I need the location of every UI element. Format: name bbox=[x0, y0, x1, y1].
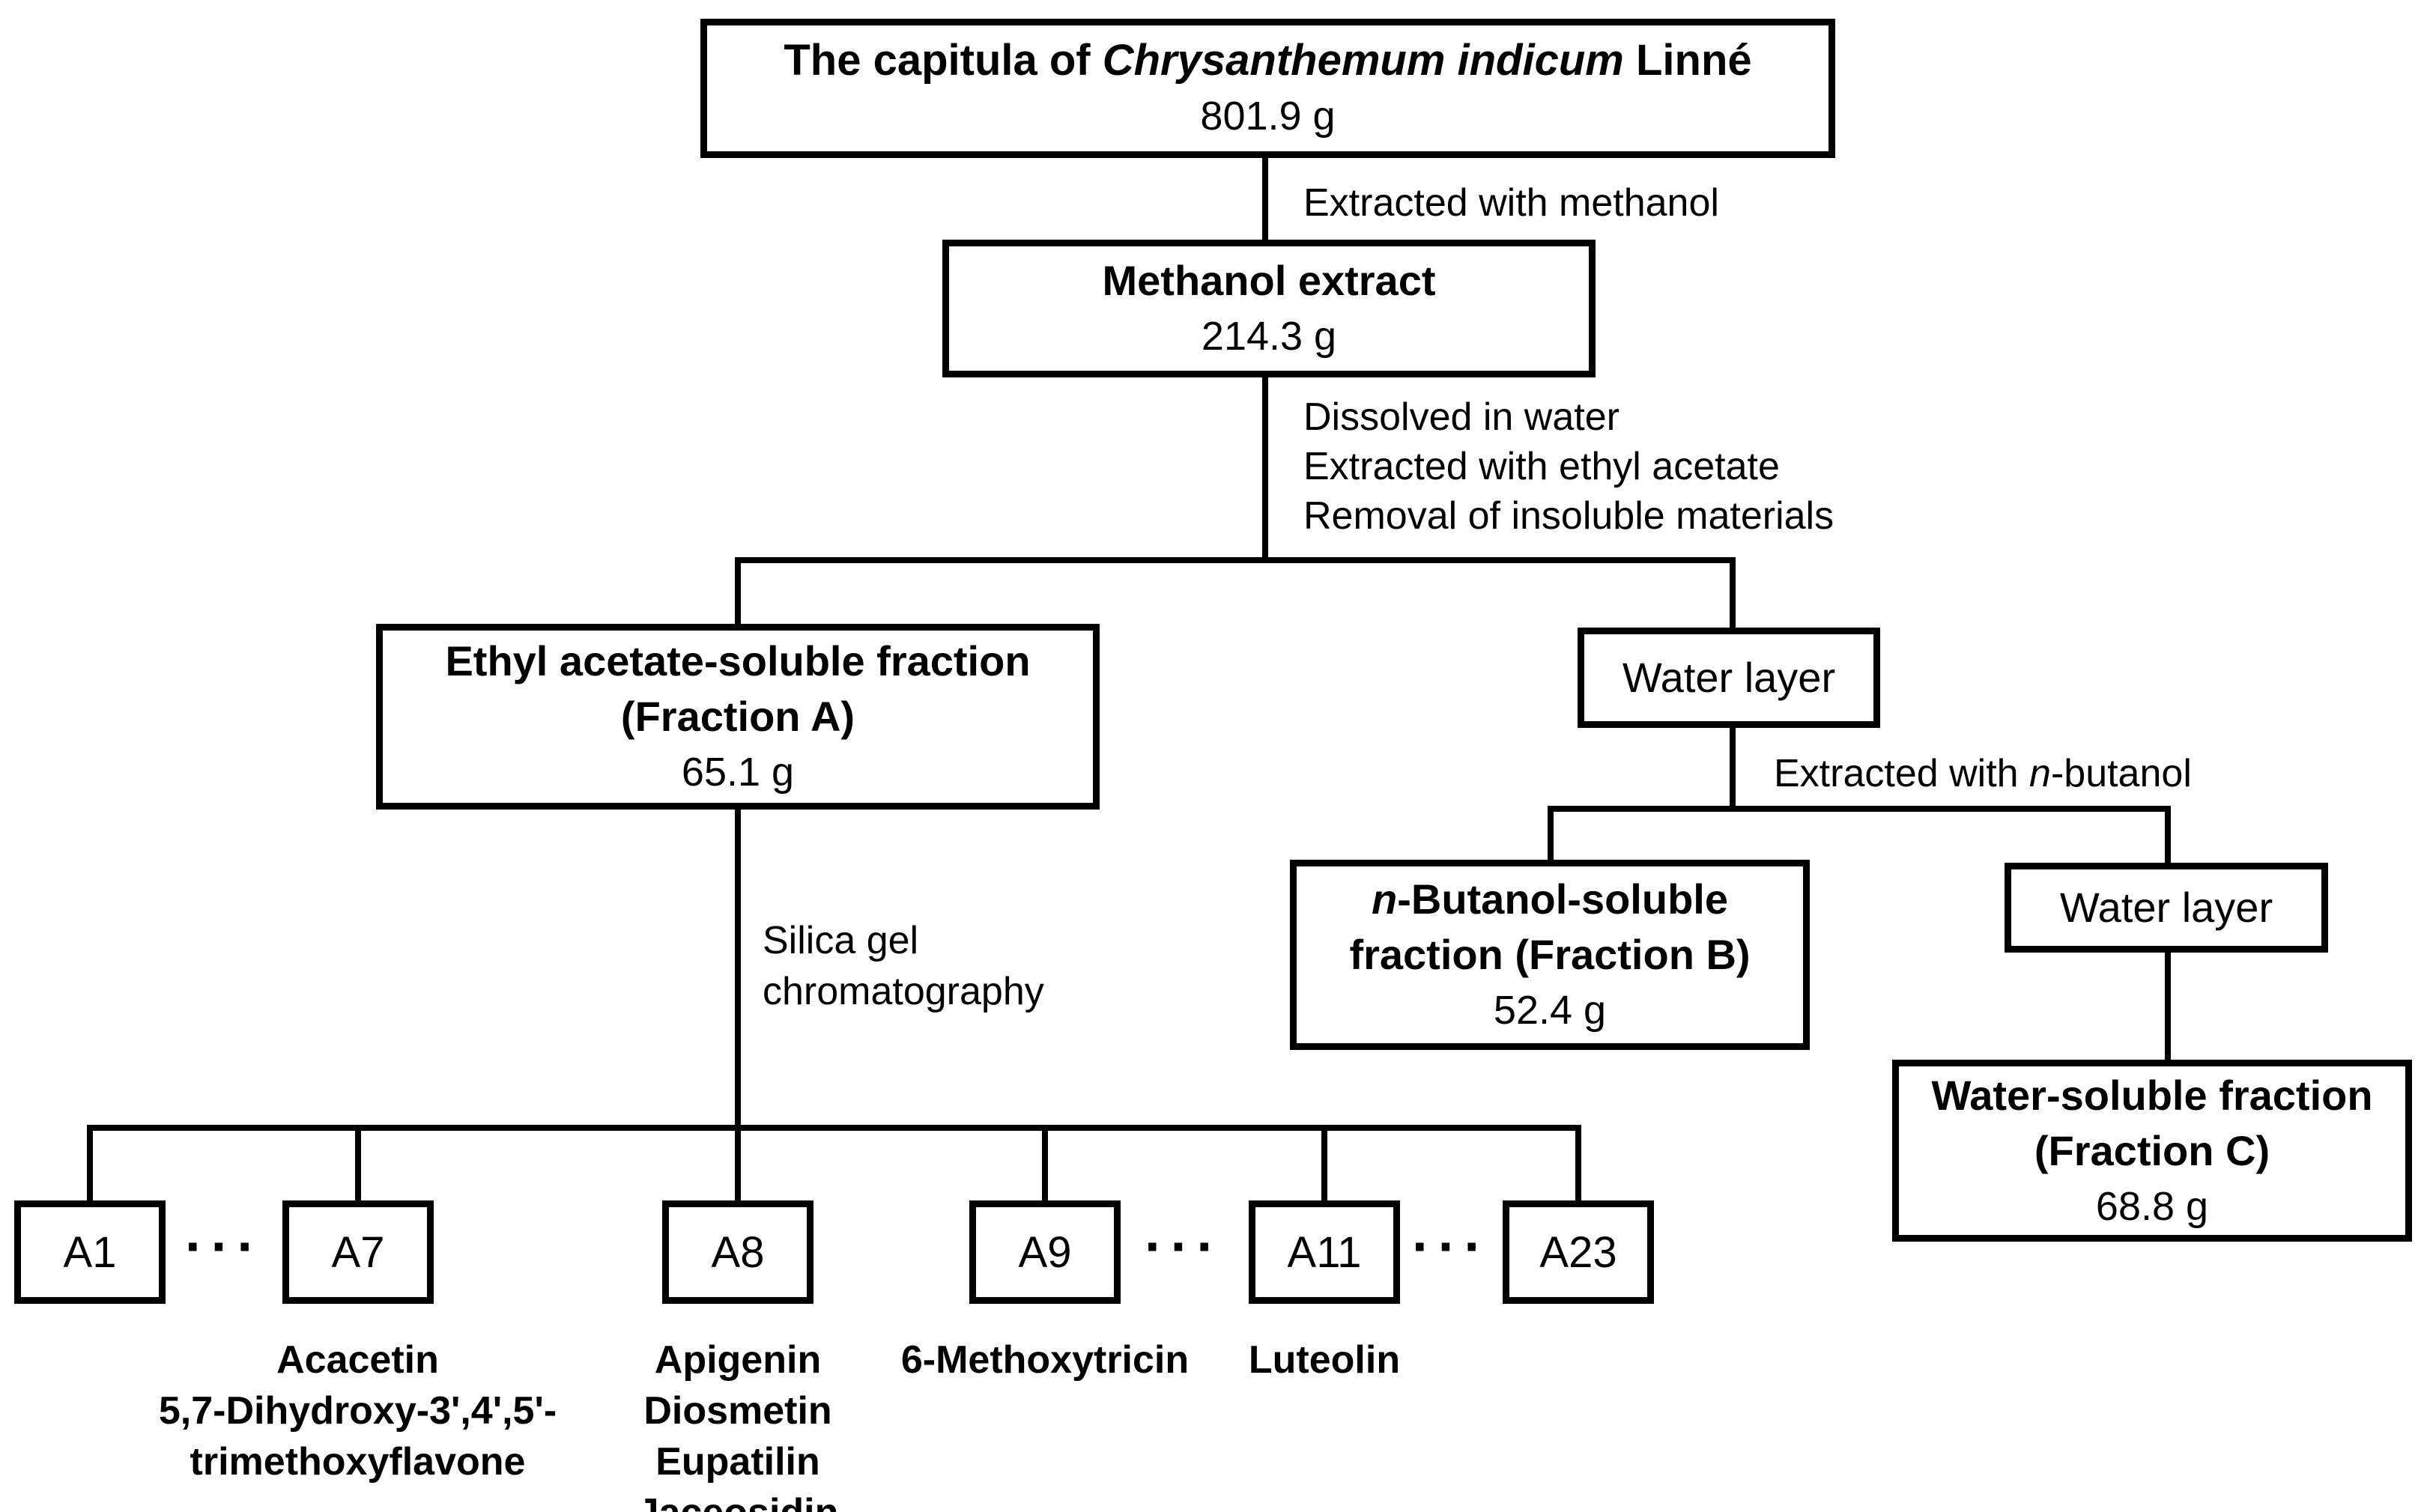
node-subfraction-a23: A23 bbox=[1503, 1200, 1654, 1304]
node-water-layer-2: Water layer bbox=[2005, 863, 2328, 953]
connector-stub-a9 bbox=[1042, 1125, 1048, 1206]
node-fraction-c-title-line1: Water-soluble fraction bbox=[1931, 1071, 2373, 1119]
compounds-under-a7: Acacetin 5,7-Dihydroxy-3',4',5'- trimeth… bbox=[116, 1335, 599, 1487]
connector-stub-a8 bbox=[735, 1125, 741, 1206]
node-fraction-c-weight: 68.8 g bbox=[2095, 1183, 2209, 1229]
node-fraction-b: n-Butanol-soluble fraction (Fraction B) … bbox=[1290, 860, 1810, 1050]
node-subfraction-a9: A9 bbox=[969, 1200, 1121, 1304]
edge-label-dissolved-in-water: Dissolved in water bbox=[1303, 395, 1619, 439]
connector-water-layer-1-down bbox=[1730, 725, 1736, 812]
node-fraction-a-title-line2: (Fraction A) bbox=[620, 693, 855, 740]
node-water-layer-2-title: Water layer bbox=[2059, 884, 2273, 931]
ellipsis-a11-a23: ··· bbox=[1412, 1215, 1490, 1278]
connector-split-2 bbox=[1548, 806, 2171, 812]
compound-jaceosidin: Jaceosidin bbox=[513, 1487, 963, 1512]
compound-diosmetin: Diosmetin bbox=[643, 1389, 832, 1433]
connector-capitula-to-methanol bbox=[1262, 155, 1268, 243]
ellipsis-a1-a7: ··· bbox=[185, 1215, 263, 1278]
node-fraction-c-title-line2: (Fraction C) bbox=[2034, 1126, 2270, 1174]
connector-drop-fraction-a bbox=[735, 557, 741, 630]
compounds-under-a9: 6-Methoxytricin bbox=[820, 1335, 1270, 1385]
compound-6-methoxytricin: 6-Methoxytricin bbox=[900, 1338, 1190, 1382]
connector-stub-a23 bbox=[1575, 1125, 1581, 1206]
ellipsis-a9-a11: ··· bbox=[1145, 1215, 1222, 1278]
connector-drop-fraction-b bbox=[1548, 806, 1554, 866]
node-fraction-a-weight: 65.1 g bbox=[681, 750, 795, 795]
connector-water-layer-2-down bbox=[2165, 950, 2171, 1066]
species-name-italic: Chrysanthemum indicum bbox=[1102, 36, 1624, 85]
compound-luteolin: Luteolin bbox=[1248, 1338, 1401, 1382]
edge-label-removal-insoluble: Removal of insoluble materials bbox=[1303, 494, 1834, 538]
n-italic: n bbox=[2029, 752, 2051, 795]
compounds-under-a11: Luteolin bbox=[1100, 1335, 1549, 1385]
node-methanol-weight: 214.3 g bbox=[1201, 314, 1337, 359]
connector-drop-water-layer-1 bbox=[1730, 557, 1736, 634]
compound-dihydroxy-trimethoxyflavone-line2: trimethoxyflavone bbox=[190, 1440, 526, 1484]
edge-label-extracted-with-methanol: Extracted with methanol bbox=[1303, 181, 1719, 225]
node-methanol-extract: Methanol extract 214.3 g bbox=[942, 240, 1596, 377]
connector-drop-water-layer-2 bbox=[2165, 806, 2171, 869]
node-capitula-weight: 801.9 g bbox=[1200, 94, 1336, 139]
edge-label-extracted-with-n-butanol: Extracted with n-butanol bbox=[1774, 752, 2192, 795]
edge-label-silica-line2: chromatography bbox=[763, 970, 1044, 1013]
compound-acacetin: Acacetin bbox=[276, 1338, 439, 1382]
edge-label-silica-gel-chromatography: Silica gel chromatography bbox=[763, 915, 1044, 1017]
node-fraction-c: Water-soluble fraction (Fraction C) 68.8… bbox=[1892, 1060, 2412, 1242]
connector-stub-a7 bbox=[355, 1125, 361, 1206]
node-fraction-b-title-line2: fraction (Fraction B) bbox=[1349, 931, 1751, 978]
node-fraction-b-title-line1: n-Butanol-soluble bbox=[1372, 875, 1728, 923]
connector-stub-a11 bbox=[1321, 1125, 1327, 1206]
node-capitula-title: The capitula of Chrysanthemum indicum Li… bbox=[784, 36, 1752, 85]
edge-label-dissolve-steps: Dissolved in water Extracted with ethyl … bbox=[1303, 392, 1834, 541]
edge-label-extracted-ethyl-acetate: Extracted with ethyl acetate bbox=[1303, 445, 1780, 488]
n-italic: n bbox=[1372, 875, 1398, 923]
node-subfraction-a8: A8 bbox=[662, 1200, 813, 1304]
node-capitula: The capitula of Chrysanthemum indicum Li… bbox=[700, 19, 1835, 158]
connector-fraction-a-down bbox=[735, 807, 741, 1131]
node-subfraction-a7: A7 bbox=[282, 1200, 434, 1304]
connector-stub-a1 bbox=[87, 1125, 93, 1206]
node-subfraction-a11: A11 bbox=[1249, 1200, 1400, 1304]
connector-subfraction-rail bbox=[87, 1125, 1581, 1131]
compound-eupatilin: Eupatilin bbox=[655, 1440, 820, 1484]
connector-methanol-down bbox=[1262, 374, 1268, 563]
node-methanol-title: Methanol extract bbox=[1102, 257, 1436, 304]
node-fraction-a-title-line1: Ethyl acetate-soluble fraction bbox=[445, 637, 1031, 684]
edge-label-silica-line1: Silica gel bbox=[763, 919, 919, 962]
node-subfraction-a1: A1 bbox=[14, 1200, 166, 1304]
node-fraction-b-weight: 52.4 g bbox=[1493, 988, 1607, 1033]
node-water-layer-1-title: Water layer bbox=[1622, 654, 1836, 701]
node-water-layer-1: Water layer bbox=[1578, 628, 1880, 728]
connector-split-1 bbox=[735, 557, 1736, 563]
compound-dihydroxy-trimethoxyflavone-line1: 5,7-Dihydroxy-3',4',5'- bbox=[158, 1389, 557, 1433]
compounds-under-a8: Apigenin Diosmetin Eupatilin Jaceosidin bbox=[513, 1335, 963, 1512]
compound-apigenin: Apigenin bbox=[654, 1338, 822, 1382]
node-fraction-a: Ethyl acetate-soluble fraction (Fraction… bbox=[376, 624, 1100, 810]
